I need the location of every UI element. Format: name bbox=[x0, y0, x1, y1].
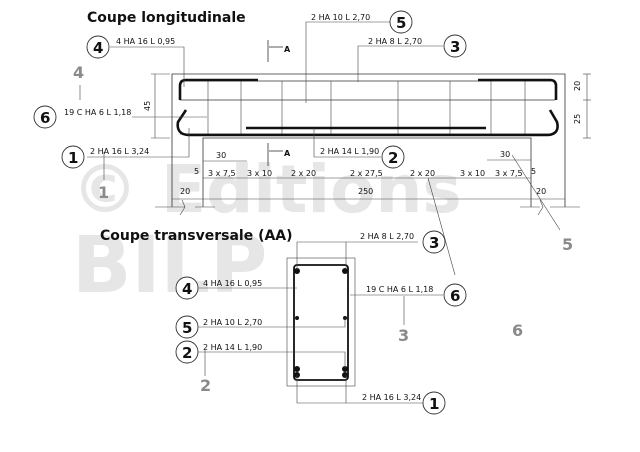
grey-marker-5: 5 bbox=[562, 235, 573, 254]
t-marker-6: 6 bbox=[443, 283, 467, 307]
svg-text:4: 4 bbox=[93, 39, 103, 57]
grey-marker-3: 3 bbox=[398, 326, 409, 345]
t-label-l1: 2 HA 16 L 3,24 bbox=[362, 393, 421, 402]
label-l5: 2 HA 10 L 2,70 bbox=[311, 13, 370, 22]
svg-text:3: 3 bbox=[429, 234, 439, 252]
grey-marker-6: 6 bbox=[512, 321, 523, 340]
svg-text:1: 1 bbox=[68, 149, 78, 167]
svg-text:45: 45 bbox=[143, 101, 152, 111]
svg-text:4: 4 bbox=[182, 280, 192, 298]
watermark-editions: © Editions bbox=[72, 151, 462, 228]
svg-text:2: 2 bbox=[182, 344, 192, 362]
t-marker-5: 5 bbox=[175, 315, 199, 339]
t-marker-3: 3 bbox=[422, 230, 446, 254]
t-label-l4: 4 HA 16 L 0,95 bbox=[203, 279, 262, 288]
svg-text:20: 20 bbox=[573, 81, 582, 91]
section-mark-top: A bbox=[267, 40, 291, 62]
label-l6: 19 C HA 6 L 1,18 bbox=[64, 108, 131, 117]
svg-text:250: 250 bbox=[358, 187, 373, 196]
svg-text:30: 30 bbox=[216, 151, 226, 160]
label-l1: 2 HA 16 L 3,24 bbox=[90, 147, 149, 156]
svg-text:3 x 7,5: 3 x 7,5 bbox=[495, 169, 523, 178]
svg-text:30: 30 bbox=[500, 150, 510, 159]
height-dimensions: 20 25 45 bbox=[143, 73, 591, 139]
svg-text:3 x 10: 3 x 10 bbox=[247, 169, 272, 178]
stirrups bbox=[180, 80, 555, 135]
marker-5: 5 bbox=[389, 10, 413, 34]
label-l3: 2 HA 8 L 2,70 bbox=[368, 37, 422, 46]
svg-text:5: 5 bbox=[182, 319, 192, 337]
beam-outline bbox=[155, 73, 580, 216]
t-marker-1: 1 bbox=[422, 391, 446, 415]
rebars bbox=[176, 78, 559, 137]
longitudinal-title: Coupe longitudinale bbox=[87, 10, 246, 26]
t-marker-2: 2 bbox=[175, 340, 199, 364]
grey-marker-2: 2 bbox=[200, 376, 211, 395]
marker-4: 4 bbox=[86, 35, 110, 59]
cross-section bbox=[286, 257, 356, 387]
marker-3: 3 bbox=[443, 34, 467, 58]
svg-text:2 x 27,5: 2 x 27,5 bbox=[350, 169, 383, 178]
transversal-title: Coupe transversale (AA) bbox=[100, 228, 293, 244]
svg-text:5: 5 bbox=[531, 167, 536, 176]
svg-text:1: 1 bbox=[429, 395, 439, 413]
marker-2: 2 bbox=[381, 145, 405, 169]
marker-1: 1 bbox=[61, 145, 85, 169]
marker-6: 6 bbox=[33, 105, 57, 129]
grey-marker-4: 4 bbox=[73, 63, 84, 82]
svg-text:6: 6 bbox=[450, 287, 460, 305]
section-mark-bottom: A bbox=[267, 143, 291, 166]
svg-text:25: 25 bbox=[573, 114, 582, 124]
svg-text:6: 6 bbox=[40, 109, 50, 127]
svg-text:2 x 20: 2 x 20 bbox=[410, 169, 435, 178]
svg-text:5: 5 bbox=[396, 14, 406, 32]
label-l2: 2 HA 14 L 1,90 bbox=[320, 147, 379, 156]
leader-lines bbox=[79, 21, 561, 276]
t-label-l2: 2 HA 14 L 1,90 bbox=[203, 343, 262, 352]
transversal-leaders bbox=[198, 241, 443, 404]
svg-text:2: 2 bbox=[388, 149, 398, 167]
svg-text:5: 5 bbox=[194, 167, 199, 176]
grey-marker-1: 1 bbox=[98, 183, 109, 202]
label-l4: 4 HA 16 L 0,95 bbox=[116, 37, 175, 46]
svg-text:3 x 7,5: 3 x 7,5 bbox=[208, 169, 236, 178]
svg-text:20: 20 bbox=[180, 187, 190, 196]
svg-text:3: 3 bbox=[450, 38, 460, 56]
svg-text:3 x 10: 3 x 10 bbox=[460, 169, 485, 178]
spacing-dimensions: 5 3 x 7,5 3 x 10 2 x 20 2 x 27,5 2 x 20 … bbox=[172, 150, 565, 200]
svg-text:2 x 20: 2 x 20 bbox=[291, 169, 316, 178]
svg-text:A: A bbox=[284, 45, 291, 54]
watermark-bilp: BILP bbox=[72, 221, 267, 311]
t-label-l5: 2 HA 10 L 2,70 bbox=[203, 318, 262, 327]
t-label-l3: 2 HA 8 L 2,70 bbox=[360, 232, 414, 241]
svg-text:20: 20 bbox=[536, 187, 546, 196]
t-marker-4: 4 bbox=[175, 276, 199, 300]
t-label-l6: 19 C HA 6 L 1,18 bbox=[366, 285, 433, 294]
svg-text:A: A bbox=[284, 149, 291, 158]
